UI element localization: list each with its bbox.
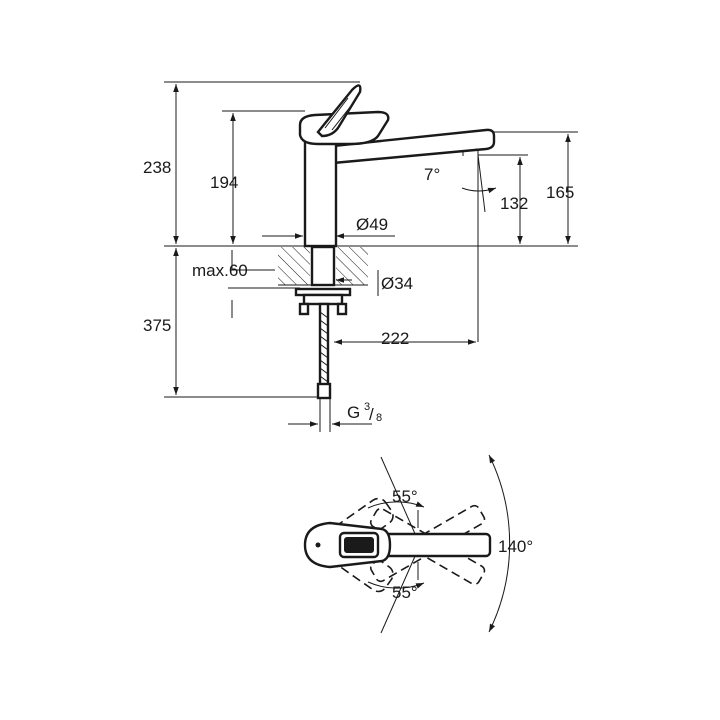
dim-g-denominator: 8 [376, 412, 382, 424]
lower-angle-label: 55° [392, 583, 418, 602]
hose-connector [316, 382, 332, 400]
top-lever-insert [344, 537, 374, 553]
upper-angle-leg [380, 456, 421, 546]
dim-60-label: max.60 [192, 261, 248, 280]
dim-34-label: Ø34 [381, 274, 413, 293]
dim-222-label: 222 [381, 329, 409, 348]
total-rotation-arc [488, 454, 511, 633]
spout-aerator [462, 148, 479, 152]
dim-angle-label: 7° [424, 165, 440, 184]
dim-238-label: 238 [143, 158, 171, 177]
deck-hatch-left [278, 247, 310, 285]
angle-arc [461, 187, 497, 194]
dim-g-slash: / [369, 405, 374, 424]
lever-detail [324, 97, 355, 131]
side-view: 238 194 165 132 7° Ø49 [143, 81, 578, 432]
deck-hatch-right [336, 247, 368, 285]
top-indicator [315, 542, 321, 548]
fixing-stud-right [336, 302, 348, 316]
faucet-body [303, 138, 338, 248]
dim-g-prefix: G [347, 403, 360, 422]
dim-194-label: 194 [210, 173, 238, 192]
mounting-shank [310, 245, 336, 287]
hose-braid [319, 311, 329, 383]
dim-49-label: Ø49 [356, 215, 388, 234]
upper-angle-arc [367, 501, 425, 509]
fixing-stud-left [298, 302, 310, 316]
lower-angle-arc [367, 581, 425, 589]
total-rotation-label: 140° [498, 537, 533, 556]
spout [331, 128, 496, 165]
top-view: 140° 55° 55° [303, 454, 533, 634]
upper-angle-label: 55° [392, 487, 418, 506]
lower-angle-leg [380, 544, 421, 634]
dim-g-numerator: 3 [364, 401, 370, 413]
dim-375-label: 375 [143, 316, 171, 335]
dim-132-label: 132 [500, 194, 528, 213]
dim-165-label: 165 [546, 183, 574, 202]
angle-tilt-line [477, 154, 486, 213]
fixing-nut [302, 293, 344, 306]
